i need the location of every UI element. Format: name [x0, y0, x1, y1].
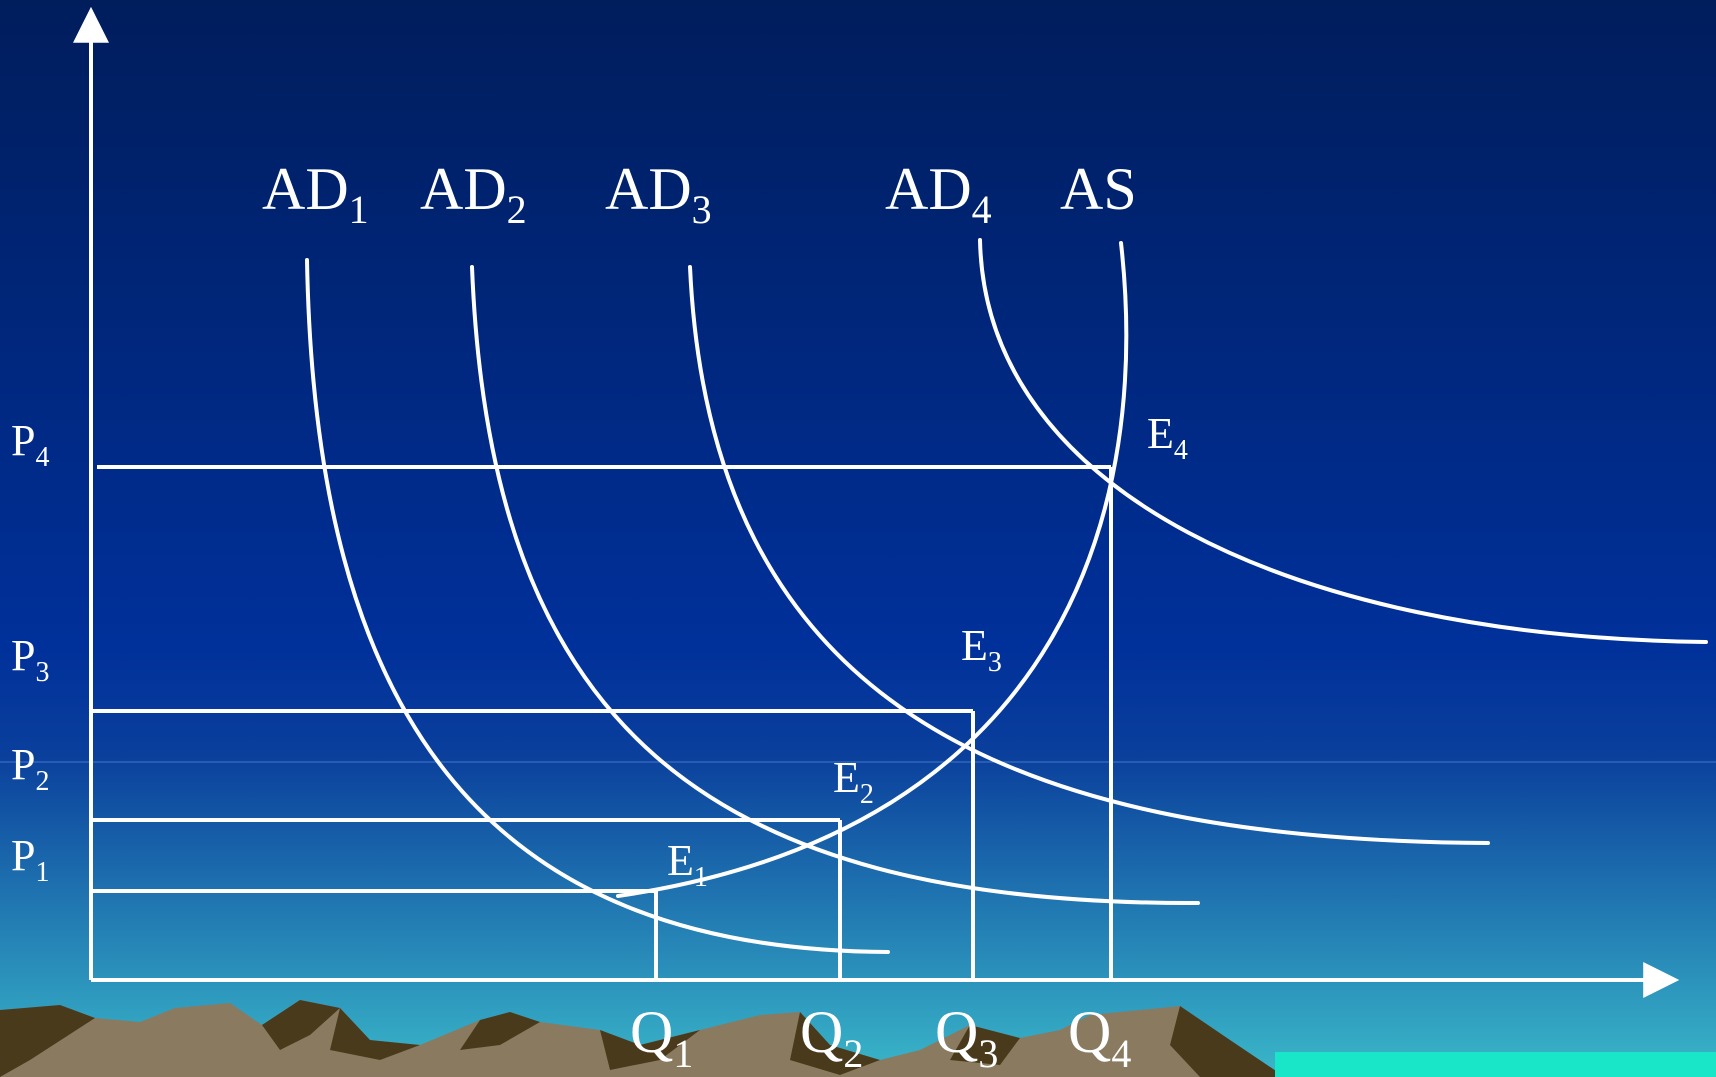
ad2-curve [470, 265, 1200, 906]
q2-label: Q2 [800, 999, 863, 1076]
e2-label: E2 [833, 753, 874, 810]
ad3-curve [688, 265, 1490, 845]
p2-label: P2 [11, 740, 49, 797]
q1-label: Q1 [630, 999, 693, 1076]
e3-label: E3 [961, 621, 1002, 678]
ad3-label: AD3 [605, 156, 712, 232]
as-curve [616, 241, 1129, 898]
ad4-curve [978, 238, 1708, 644]
ad1-curve [305, 258, 890, 954]
ad4-label: AD4 [885, 156, 992, 232]
mountain-range [0, 1000, 1716, 1077]
e4-label: E4 [1147, 409, 1188, 466]
p4-label: P4 [11, 416, 49, 473]
ad1-label: AD1 [262, 156, 369, 232]
as-label: AS [1060, 156, 1137, 222]
ad2-label: AD2 [420, 156, 527, 232]
p1-label: P1 [11, 831, 49, 888]
e1-label: E1 [667, 836, 708, 893]
q3-label: Q3 [935, 999, 998, 1076]
q4-label: Q4 [1068, 999, 1131, 1076]
p3-label: P3 [11, 631, 49, 688]
